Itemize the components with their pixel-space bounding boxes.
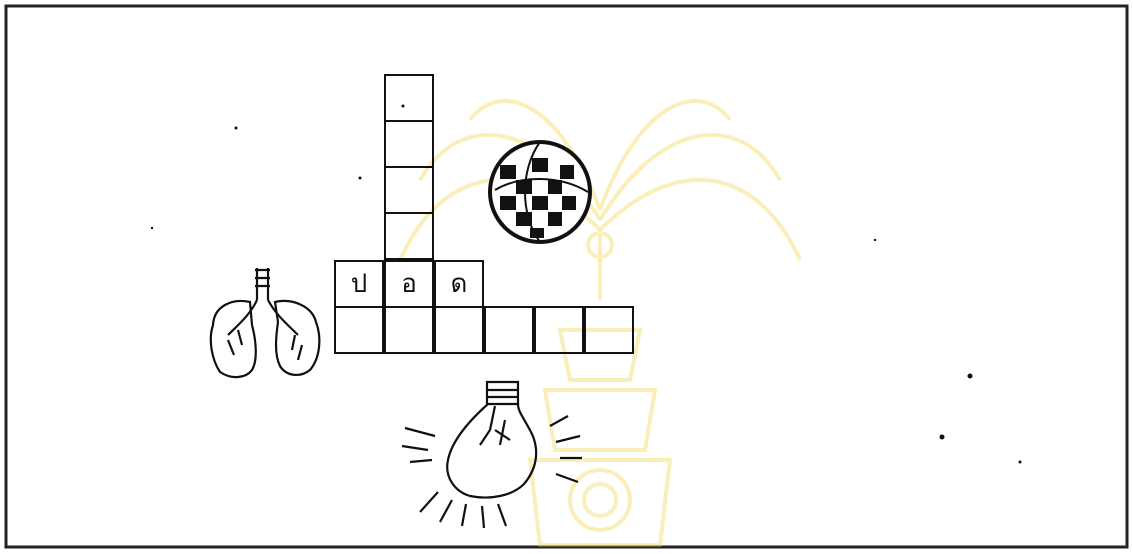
grid-cell-letter-1: ป [334, 260, 384, 308]
grid-letter: ด [451, 271, 468, 297]
page-border [6, 6, 1127, 547]
grid-cell-col-4[interactable] [384, 212, 434, 260]
grid-letter: อ [401, 271, 417, 297]
grid-cell-col-3[interactable] [384, 166, 434, 214]
grid-cell-row-3[interactable] [434, 306, 484, 354]
grid-cell-col-1[interactable] [384, 74, 434, 122]
grid-cell-row-4[interactable] [484, 306, 534, 354]
grid-cell-row-6[interactable] [584, 306, 634, 354]
grid-cell-letter-2: อ [384, 260, 434, 308]
grid-cell-letter-3: ด [434, 260, 484, 308]
lungs-icon [211, 268, 320, 377]
stray-marks [151, 105, 1022, 464]
grid-cell-row-2[interactable] [384, 306, 434, 354]
grid-cell-row-5[interactable] [534, 306, 584, 354]
grid-cell-row-1[interactable] [334, 306, 384, 354]
grid-letter: ป [351, 271, 368, 297]
grid-cell-col-2[interactable] [384, 120, 434, 168]
globe-icon [490, 142, 590, 242]
light-bulb-icon [402, 382, 582, 528]
